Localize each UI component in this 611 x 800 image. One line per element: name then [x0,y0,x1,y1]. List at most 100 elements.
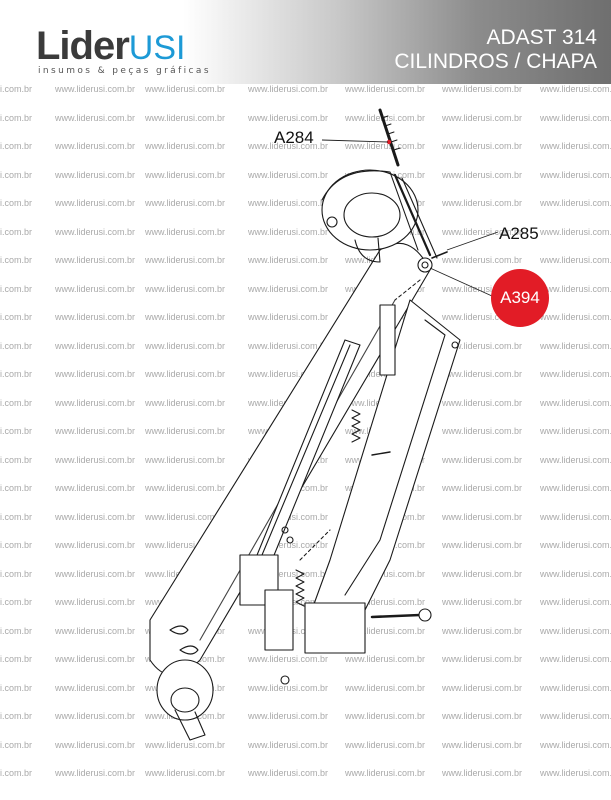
watermark-text: www.liderusi.com.br [248,739,329,750]
watermark-text: www.liderusi.com.br [540,483,611,493]
watermark-text: www.liderusi.com.br [55,739,136,750]
watermark-text: www.liderusi.com.br [145,454,226,465]
watermark-text: www.liderusi.com.br [442,198,523,208]
watermark-text: www.liderusi.com.br [442,682,523,693]
rod-red-mark [386,139,392,145]
watermark-text: www.liderusi.com.br [345,711,426,721]
leader-a285 [446,231,499,251]
watermark-text: www.liderusi.com.br [540,568,611,579]
slotted-strip [393,173,432,257]
watermark-text: www.liderusi.com.br [145,312,226,322]
watermark-text: www.liderusi.com.br [540,112,611,123]
bracket-block-lower [264,589,294,651]
watermark-text: www.liderusi.com.br [248,312,329,322]
watermark-text: www.liderusi.com.br [540,682,611,693]
bracket-a [379,304,396,376]
watermark-text: www.liderusi.com.br [540,198,611,208]
roller-oval-hole-1 [169,625,189,635]
threaded-rod-a284 [378,108,400,167]
watermark-text: www.liderusi.com.br [0,226,33,237]
watermark-text: www.liderusi.com.br [442,654,523,664]
watermark-text: www.liderusi.com.br [540,84,611,94]
watermark-text: www.liderusi.com.br [145,198,226,208]
watermark-text: www.liderusi.com.br [0,369,33,379]
watermark-text: www.liderusi.com.br [0,312,33,322]
watermark-text: www.liderusi.com.br [248,226,329,237]
watermark-text: www.liderusi.com.br [248,369,329,379]
watermark-text: www.liderusi.com.br [0,112,33,123]
watermark-text: www.liderusi.com.br [345,682,426,693]
watermark-text: www.liderusi.com.br [442,283,523,294]
watermark-text: www.liderusi.com.br [0,340,33,351]
watermark-text: www.liderusi.com.br [0,84,33,94]
header-banner: LiderUSI insumos & peças gráficas ADAST … [0,0,611,84]
watermark-text: www.liderusi.com.br [55,369,136,379]
watermark-text: www.liderusi.com.br [248,540,329,550]
watermark-text: www.liderusi.com.br [442,426,523,436]
callout-a285[interactable]: A285 [499,224,539,243]
drum-hole [326,216,338,228]
watermark-text: www.liderusi.com.br [55,540,136,550]
callout-a284[interactable]: A284 [274,128,314,147]
watermark-text: www.liderusi.com.br [0,597,33,607]
watermark-text: www.liderusi.com.br [145,768,226,778]
watermark-text: www.liderusi.com.br [145,141,226,151]
watermark-text: www.liderusi.com.br [540,312,611,322]
watermark-text: www.liderusi.com.br [0,454,33,465]
watermark-text: www.liderusi.com.br [0,625,33,636]
exploded-parts-drawing [149,108,499,741]
watermark-text: www.liderusi.com.br [248,141,329,151]
watermark-text: www.liderusi.com.br [55,255,136,265]
watermark-text: www.liderusi.com.br [540,739,611,750]
watermark-text: www.liderusi.com.br [442,625,523,636]
watermark-text: www.liderusi.com.br [55,654,136,664]
long-bolt [370,613,422,619]
watermark-text: www.liderusi.com.br [442,597,523,607]
logo-tagline: insumos & peças gráficas [38,66,211,76]
watermark-text: www.liderusi.com.br [248,768,329,778]
watermark-text: www.liderusi.com.br [442,739,523,750]
callout-a394-badge[interactable]: A394 [491,269,549,327]
watermark-text: www.liderusi.com.br [442,255,523,265]
watermark-text: www.liderusi.com.br [345,568,426,579]
small-screw-4 [371,451,391,456]
watermark-text: www.liderusi.com.br [0,682,33,693]
watermark-text: www.liderusi.com.br [0,397,33,408]
watermark-text: www.liderusi.com.br [540,540,611,550]
watermark-text: www.liderusi.com.br [540,426,611,436]
section-title: CILINDROS / CHAPA [394,50,597,73]
watermark-text: www.liderusi.com.br [345,597,426,607]
watermark-text: www.liderusi.com.br [345,768,426,778]
watermark-text: www.liderusi.com.br [540,511,611,522]
watermark-text: www.liderusi.com.br [442,540,523,550]
spring-upper [351,409,361,443]
shaft-end-flange [156,659,214,721]
nut-a394-inner [421,261,429,269]
brand-logo: LiderUSI insumos & peças gráficas [36,26,211,76]
watermark-text: www.liderusi.com.br [145,255,226,265]
watermark-text: www.liderusi.com.br [442,568,523,579]
watermark-text: www.liderusi.com.br [248,682,329,693]
drum-end [321,169,419,251]
watermark-text: www.liderusi.com.br [248,340,329,351]
logo-lider-text: Lider [36,24,130,68]
small-screw-2 [286,536,294,544]
watermark-text: www.liderusi.com.br [55,711,136,721]
shaft-end-ring [170,687,200,713]
page-title-block: ADAST 314 CILINDROS / CHAPA [394,26,597,74]
watermark-text: www.liderusi.com.br [145,397,226,408]
watermark-text: www.liderusi.com.br [345,141,426,151]
watermark-text: www.liderusi.com.br [540,369,611,379]
watermark-text: www.liderusi.com.br [55,511,136,522]
watermark-text: www.liderusi.com.br [248,169,329,180]
watermark-text: www.liderusi.com.br [540,654,611,664]
watermark-text: www.liderusi.com.br [0,739,33,750]
watermark-text: www.liderusi.com.br [540,454,611,465]
watermark-text: www.liderusi.com.br [0,283,33,294]
watermark-text: www.liderusi.com.br [55,397,136,408]
watermark-text: www.liderusi.com.br [55,283,136,294]
watermark-text: www.liderusi.com.br [540,283,611,294]
assembly-line-2 [299,529,331,561]
watermark-text: www.liderusi.com.br [55,169,136,180]
watermark-text: www.liderusi.com.br [0,540,33,550]
